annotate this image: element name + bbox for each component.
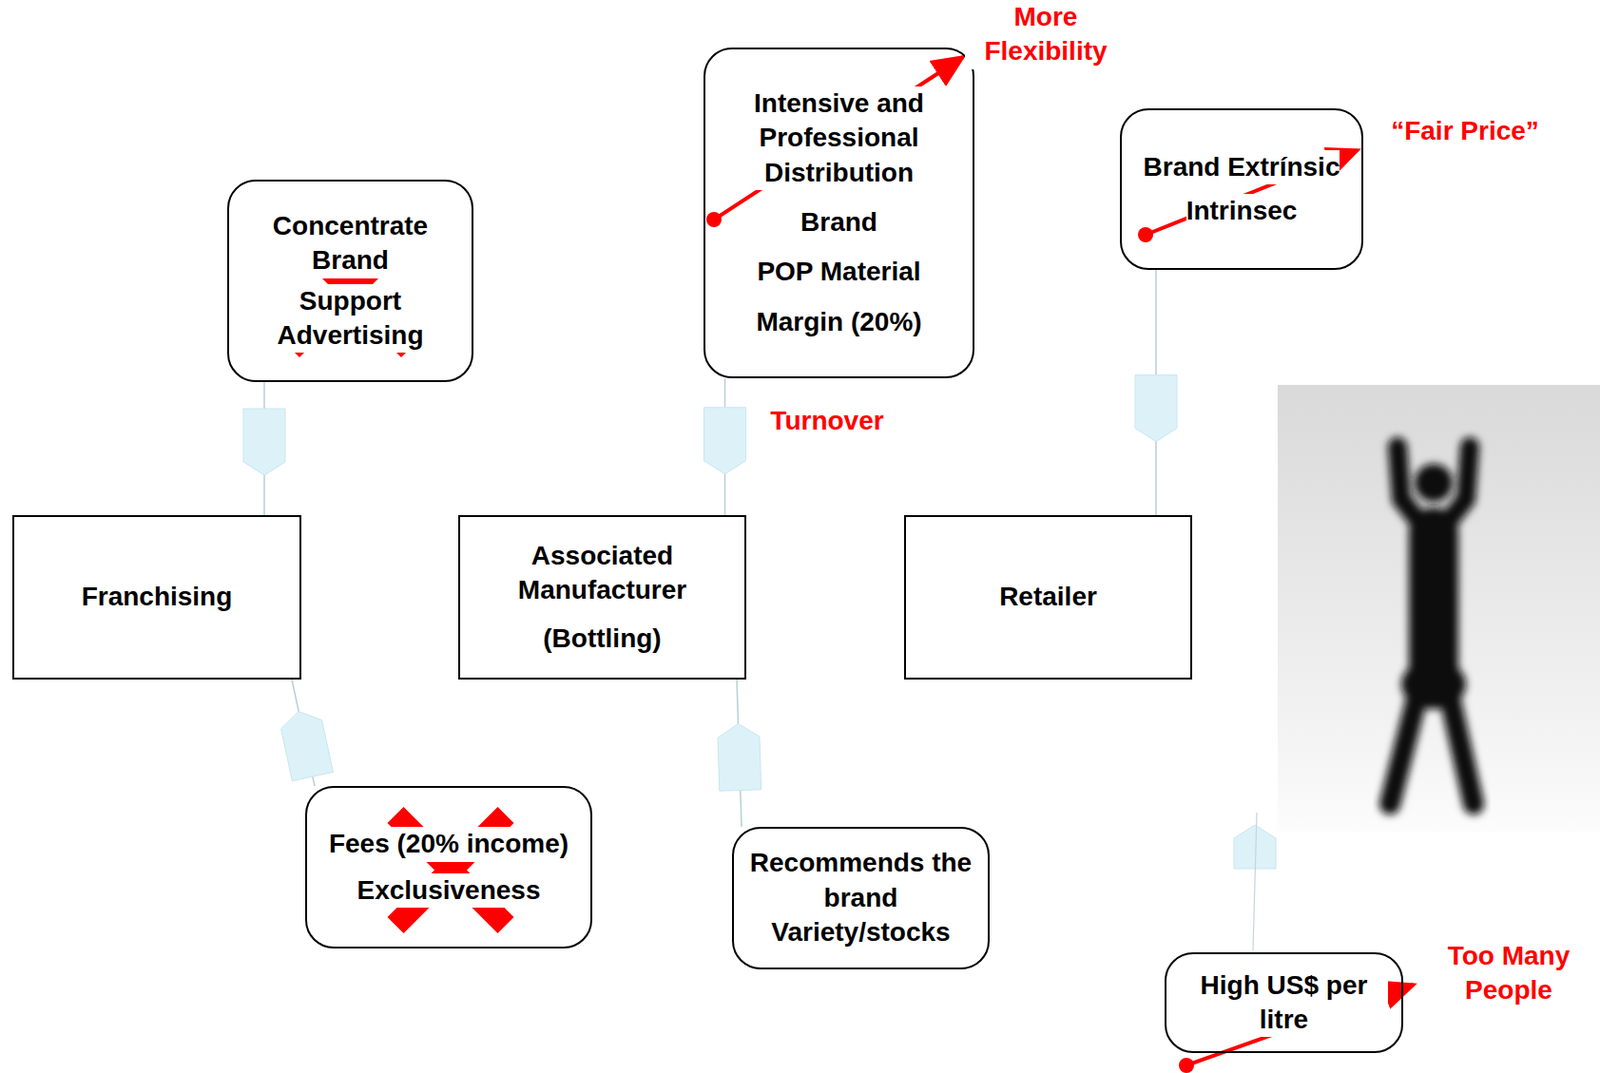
box-text: Brand [800, 205, 878, 240]
party-box: Associated Manufacturer (Bottling) [458, 515, 747, 680]
box-text: Brand Extrínsic [1143, 150, 1341, 185]
box-text: Support Advertising [242, 284, 459, 354]
annotation-label: Turnover [755, 404, 899, 439]
box-text: Exclusiveness [356, 873, 540, 908]
box-text: Recommends the brand [747, 846, 975, 916]
box-text: Intensive and Professional Distribution [718, 86, 960, 191]
box-text: Concentrate Brand [242, 209, 459, 279]
box-text: Associated Manufacturer [473, 539, 732, 609]
annotation-arrow [1137, 150, 1358, 243]
box-text: POP Material [756, 254, 921, 290]
annotation-label: More Flexibility [964, 0, 1127, 70]
offer-box: Brand ExtrínsicIntrinsec [1119, 108, 1364, 270]
block-arrow [1233, 812, 1276, 951]
block-arrowhead [717, 724, 762, 792]
box-text: Franchising [81, 579, 233, 615]
annotation-label: Too Many People [1432, 939, 1585, 1009]
flow-connector [243, 382, 286, 516]
annotation-label: “Fair Price” [1374, 114, 1556, 149]
box-text: Margin (20%) [755, 305, 922, 340]
consumer-box: High US$ per litre [1164, 952, 1404, 1054]
party-box: Retailer [904, 515, 1193, 680]
annotation-arrow [706, 57, 964, 228]
offer-box: Intensive and Professional DistributionB… [703, 47, 975, 379]
box-text: Fees (20% income) [328, 827, 569, 862]
person-photo [1277, 385, 1600, 832]
box-text: Variety/stocks [771, 915, 950, 950]
flow-connector [717, 679, 762, 828]
block-arrowhead [704, 407, 747, 475]
offer-box: Concentrate BrandSupport Advertising [227, 179, 474, 383]
box-text: Retailer [999, 579, 1098, 615]
party-box: Franchising [12, 515, 302, 680]
flow-connector [704, 378, 747, 516]
flow-connector [1135, 269, 1177, 516]
block-arrowhead [243, 408, 286, 476]
flow-connector [281, 679, 334, 787]
box-text: High US$ per litre [1179, 968, 1388, 1039]
block-arrowhead [1135, 375, 1177, 443]
box-text: (Bottling) [542, 621, 661, 656]
box-text: Intrinsec [1186, 193, 1298, 229]
return-box: Fees (20% income) Exclusiveness [305, 786, 593, 949]
return-box: Recommends the brandVariety/stocks [732, 827, 990, 970]
block-arrowhead [281, 712, 334, 782]
